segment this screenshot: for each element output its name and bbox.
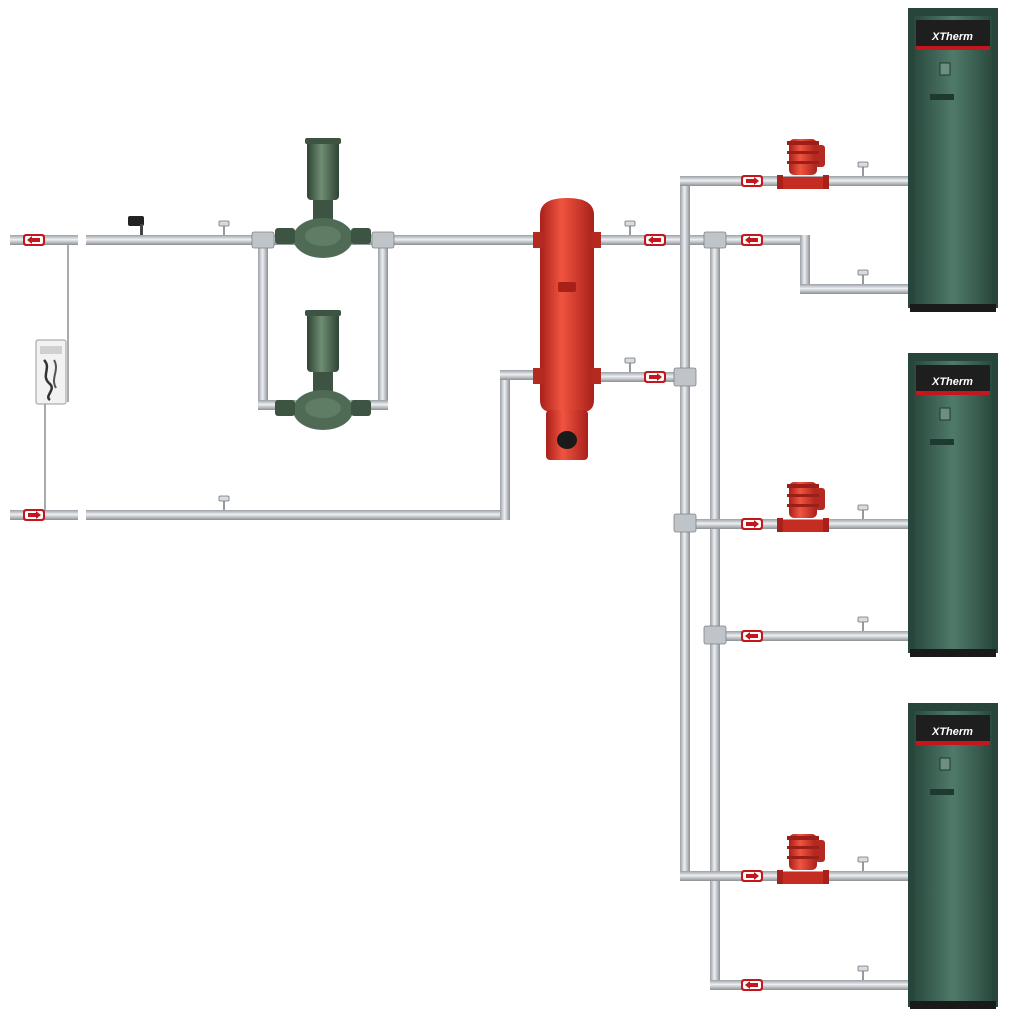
flow-arrows	[23, 175, 763, 991]
thermometer-icon	[857, 856, 869, 872]
thermometer-icon	[857, 616, 869, 632]
flow-arrow-icon	[741, 630, 763, 642]
flow-arrow-icon	[741, 234, 763, 246]
boiler-2: XTherm	[908, 353, 998, 657]
boiler-brand-logo: XTherm	[931, 376, 973, 388]
boiler-3: XTherm	[908, 703, 998, 1009]
control-panel-icon	[35, 339, 67, 405]
thermometer-icon	[857, 965, 869, 981]
thermometer-icon	[624, 220, 636, 236]
flow-arrow-icon	[741, 175, 763, 187]
flow-arrow-icon	[741, 979, 763, 991]
boiler-brand-logo: XTherm	[931, 726, 973, 738]
boiler-pump-2-icon	[777, 482, 829, 532]
boiler-pump-1-icon	[777, 139, 829, 189]
thermometer-icon	[857, 269, 869, 285]
system-pump-1-icon	[275, 138, 371, 258]
flow-arrow-icon	[644, 234, 666, 246]
flow-arrow-icon	[644, 371, 666, 383]
boiler-brand-logo: XTherm	[931, 31, 973, 43]
system-pump-2-icon	[275, 310, 371, 430]
thermometer-icon	[218, 220, 230, 236]
thermometer-icon	[624, 357, 636, 373]
thermometer-icon	[857, 161, 869, 177]
flow-arrow-icon	[23, 234, 45, 246]
flow-arrow-icon	[741, 518, 763, 530]
boiler-pump-3-icon	[777, 834, 829, 884]
sensor-icon	[128, 216, 144, 235]
piping	[10, 176, 910, 990]
boiler-1: XTherm	[908, 8, 998, 312]
hydraulic-separator-icon	[533, 198, 601, 460]
flow-arrow-icon	[741, 870, 763, 882]
thermometer-icon	[857, 504, 869, 520]
thermometer-icon	[218, 495, 230, 511]
flow-arrow-icon	[23, 509, 45, 521]
